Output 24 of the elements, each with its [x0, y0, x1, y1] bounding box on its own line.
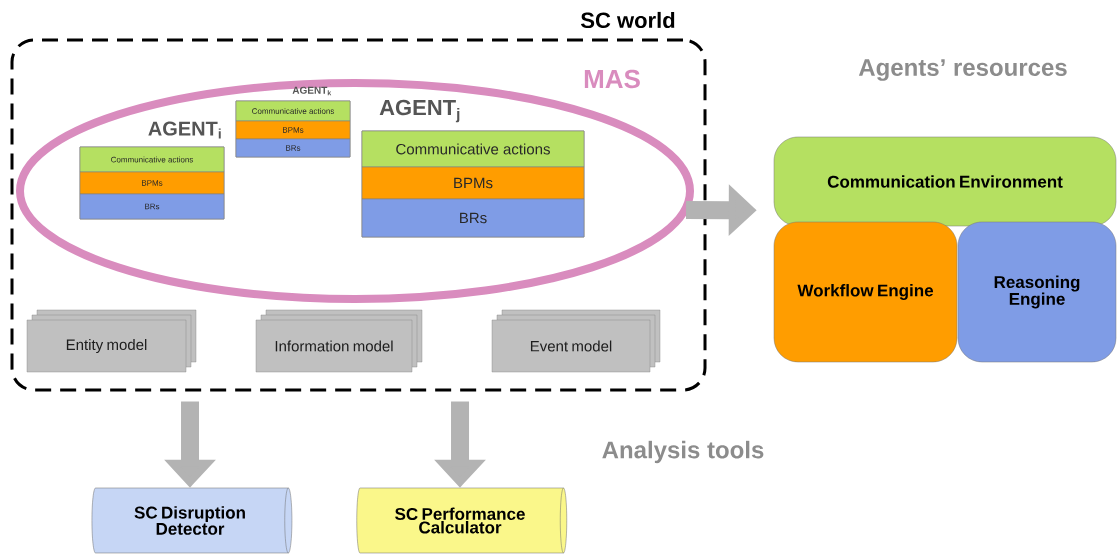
cylinder: SC Performance Calculator — [356, 487, 567, 554]
document-stack: Information model — [255, 309, 423, 373]
layer-box: Communicative actions — [361, 130, 585, 168]
frame-title: SC world — [577, 8, 679, 32]
section-title: Agents’ resources — [858, 59, 1067, 81]
layer-box: BRs — [361, 198, 585, 238]
agent-title: AGENT$_{j}$ — [379, 99, 460, 123]
layer-box: Communicative actions — [79, 146, 225, 173]
document-stack: Entity model — [26, 309, 197, 373]
rounded-box: Workflow Engine — [773, 221, 958, 363]
agent-title: AGENT$_{k}$ — [292, 86, 332, 96]
rounded-box: Communication Environment — [773, 136, 1117, 227]
rounded-box: Reasoning Engine — [957, 221, 1117, 363]
agent-title: AGENT$_{i}$ — [148, 121, 221, 139]
layer-box: BRs — [79, 193, 225, 220]
layer-box: BPMs — [79, 171, 225, 195]
section-title: Analysis tools — [602, 440, 764, 464]
layer-box: BPMs — [235, 120, 351, 140]
layer-box: BRs — [235, 138, 351, 158]
document-stack: Event model — [491, 309, 661, 373]
ellipse-title: MAS — [584, 69, 640, 89]
layer-box: Communicative actions — [235, 100, 351, 122]
layer-box: BPMs — [361, 166, 585, 200]
cylinder: SC Disruption Detector — [91, 487, 293, 554]
